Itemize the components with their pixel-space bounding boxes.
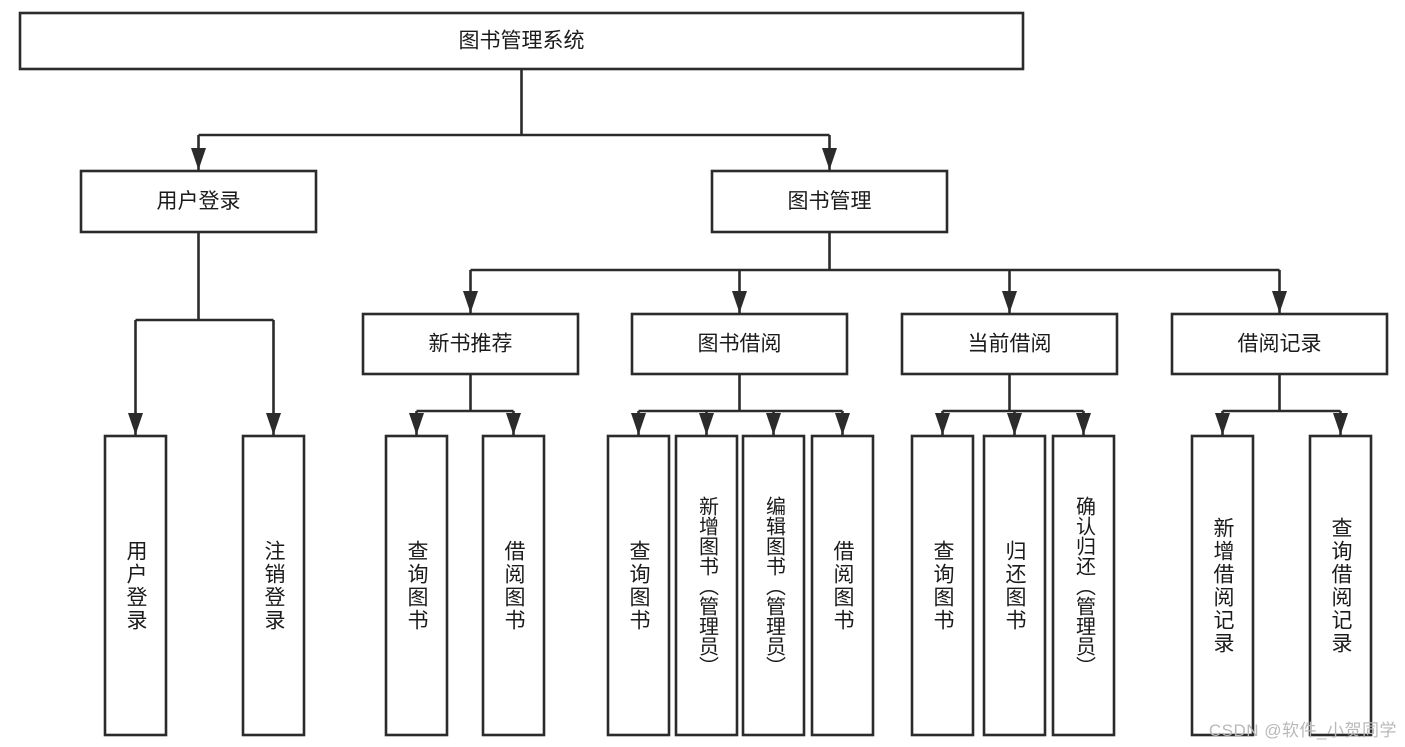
node-leaf-current-confirm-return[interactable] [1051, 434, 1116, 737]
arrowhead-new-book-rec-to-leaf-rec-borrow-book [506, 413, 521, 435]
arrowhead-book-manage-to-new-book-rec [463, 291, 478, 313]
arrowhead-book-borrow-to-leaf-borrow-edit-book [766, 413, 781, 435]
arrowhead-user-login-to-leaf-user-logout [266, 413, 281, 435]
arrowhead-book-borrow-to-leaf-borrow-borrow-book [835, 413, 850, 435]
node-label-borrow-record: 借阅记录 [1238, 333, 1322, 356]
node-leaf-borrow-add-book[interactable] [674, 434, 739, 737]
node-leaf-current-query-book[interactable] [910, 434, 975, 737]
arrowhead-new-book-rec-to-leaf-rec-query-book [409, 413, 424, 435]
node-leaf-rec-borrow-book[interactable] [481, 434, 546, 737]
arrowhead-current-borrow-to-leaf-current-confirm-return [1076, 413, 1091, 435]
node-leaf-borrow-edit-book[interactable] [741, 434, 806, 737]
node-leaf-user-logout[interactable] [241, 434, 306, 737]
arrowhead-user-login-to-leaf-user-login [128, 413, 143, 435]
arrowhead-book-manage-to-book-borrow [732, 291, 747, 313]
node-label-user-login: 用户登录 [157, 190, 241, 213]
connector-lines [128, 69, 1348, 435]
node-label-root: 图书管理系统 [459, 30, 585, 53]
node-leaf-user-login[interactable] [103, 434, 168, 737]
node-leaf-borrow-borrow-book[interactable] [810, 434, 875, 737]
node-label-book-manage: 图书管理 [788, 190, 872, 213]
arrowhead-book-manage-to-borrow-record [1272, 291, 1287, 313]
arrowhead-root-to-book-manage [822, 148, 837, 170]
node-label-new-book-rec: 新书推荐 [429, 333, 513, 356]
node-borrow-record[interactable] [1170, 312, 1389, 376]
node-leaf-record-add[interactable] [1190, 434, 1255, 737]
node-leaf-borrow-query-book[interactable] [606, 434, 671, 737]
node-leaf-record-query[interactable] [1308, 434, 1373, 737]
node-current-borrow[interactable] [900, 312, 1119, 376]
arrowhead-borrow-record-to-leaf-record-query [1333, 413, 1348, 435]
node-leaf-current-return-book[interactable] [982, 434, 1047, 737]
arrowhead-current-borrow-to-leaf-current-query-book [935, 413, 950, 435]
node-book-manage[interactable] [710, 169, 949, 234]
arrowhead-root-to-user-login [191, 148, 206, 170]
node-user-login[interactable] [79, 169, 318, 234]
node-label-book-borrow: 图书借阅 [698, 333, 782, 356]
node-root-root[interactable] [18, 11, 1025, 71]
csdn-watermark: CSDN @软件_小贺同学 [1208, 721, 1397, 740]
arrowhead-borrow-record-to-leaf-record-add [1215, 413, 1230, 435]
node-boxes [18, 11, 1389, 737]
node-new-book-rec[interactable] [361, 312, 580, 376]
node-leaf-rec-query-book[interactable] [384, 434, 449, 737]
arrowhead-book-borrow-to-leaf-borrow-add-book [699, 413, 714, 435]
node-label-current-borrow: 当前借阅 [968, 333, 1052, 356]
arrowhead-book-manage-to-current-borrow [1002, 291, 1017, 313]
arrowhead-current-borrow-to-leaf-current-return-book [1007, 413, 1022, 435]
arrowhead-book-borrow-to-leaf-borrow-query-book [631, 413, 646, 435]
node-book-borrow[interactable] [630, 312, 849, 376]
